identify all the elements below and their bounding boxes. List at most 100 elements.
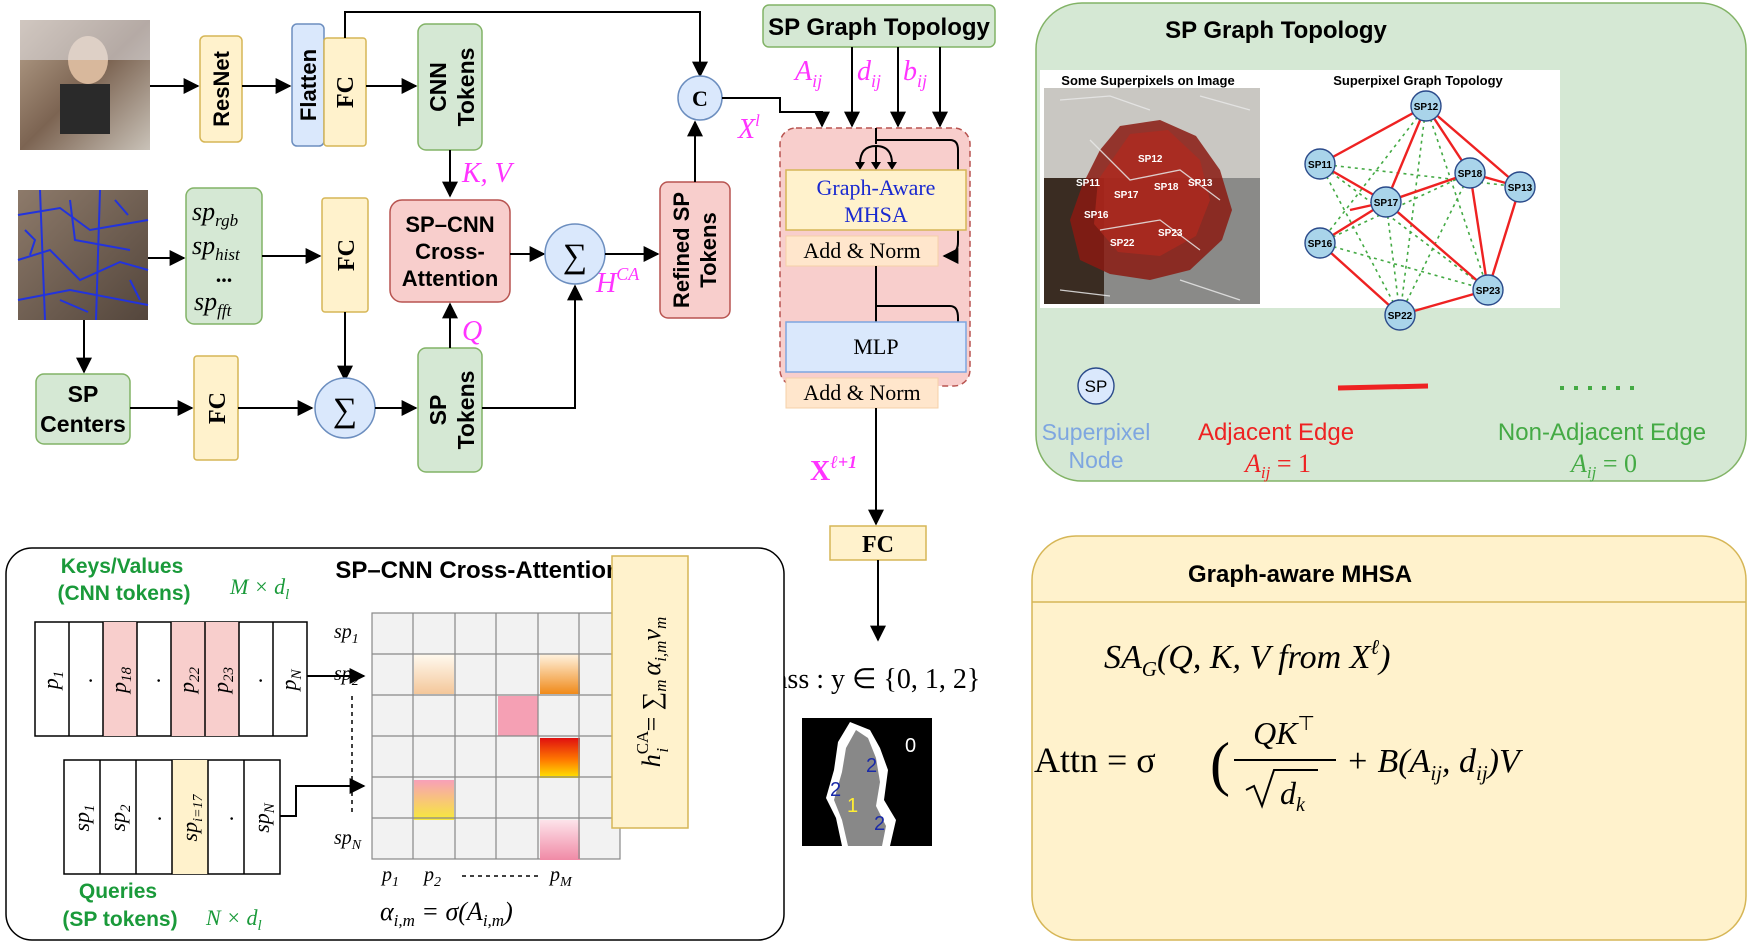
sp-tokens-block: SP Tokens — [417, 347, 483, 473]
img-sp17: SP17 — [1114, 190, 1139, 201]
fc-block-mid: FC — [321, 197, 369, 313]
legend-node-label-2: Node — [1069, 447, 1124, 473]
sp-centers-line1: SP — [68, 381, 99, 407]
legend-node-symbol: SP — [1085, 377, 1108, 396]
node-sp12 — [1410, 90, 1442, 122]
mhsa-line2-lhs: Attn = σ — [1034, 740, 1156, 780]
dij-label: dij — [857, 56, 881, 91]
legend-adjacent-eq: Aij = 1 — [1243, 449, 1311, 482]
fc-block-top: FC — [323, 37, 367, 147]
img-sp16: SP16 — [1084, 210, 1109, 221]
col-p1: p1 — [380, 864, 399, 890]
kv-label: K, V — [461, 158, 515, 189]
sp-ellipsis: ... — [216, 262, 233, 287]
queries-label-2: (SP tokens) — [62, 908, 177, 931]
cross-attention-block: SP–CNN Cross- Attention — [389, 199, 511, 303]
sp-features-block: sprgb sphist ... spfft — [185, 187, 263, 325]
sum-node-bottom: ∑ — [314, 377, 376, 439]
keys-label-2: (CNN tokens) — [57, 582, 190, 605]
add-norm-1: Add & Norm — [803, 238, 920, 263]
topology-legend: SP Superpixel Node Adjacent Edge Aij = 1… — [1042, 367, 1706, 482]
mhsa-panel-title: Graph-aware MHSA — [1188, 561, 1412, 588]
key-p18: p18 — [106, 667, 135, 696]
key-dot-3: . — [242, 677, 267, 683]
resnet-label: ResNet — [209, 50, 234, 126]
topology-panel: SP Graph Topology Some Superpixels on Im… — [1035, 2, 1747, 482]
key-dot-1: . — [72, 677, 97, 683]
cross-attn-line2: Cross- — [415, 239, 485, 264]
img-sp18: SP18 — [1154, 182, 1179, 193]
mlp-label: MLP — [853, 334, 898, 359]
mask-label-2a: 2 — [866, 755, 877, 777]
refined-line1: Refined SP — [669, 192, 694, 308]
key-pN: pN — [276, 669, 305, 693]
node-sp17-label: SP17 — [1374, 198, 1399, 209]
legend-adjacent-line — [1337, 383, 1429, 391]
query-sp2: sp2 — [105, 804, 134, 832]
query-dot-2: . — [213, 815, 238, 821]
node-sp16 — [1304, 227, 1336, 259]
node-sp18 — [1454, 157, 1486, 189]
flatten-block: Flatten — [291, 23, 325, 147]
sp-tokens-line2: Tokens — [453, 371, 479, 450]
topology-left-caption: Some Superpixels on Image — [1061, 73, 1234, 88]
fc-bottom-label: FC — [205, 392, 231, 424]
node-sp23 — [1472, 274, 1504, 306]
node-sp12-label: SP12 — [1414, 102, 1439, 113]
input-photo — [20, 20, 150, 150]
xl-label: Xl — [737, 111, 760, 145]
sum-symbol-mid: ∑ — [563, 238, 587, 275]
mask-label-0: 0 — [905, 735, 916, 757]
row-sp1: sp1 — [334, 621, 359, 647]
transformer-block: Graph-Aware MHSA Add & Norm MLP Add & No… — [779, 127, 971, 409]
node-sp11 — [1304, 148, 1336, 180]
output-equation-box: hCAi = ∑mαi,mvm — [611, 555, 689, 829]
queries-dim: N × dl — [205, 905, 262, 934]
mhsa-denominator: dk — [1280, 775, 1306, 816]
legend-node-label-1: Superpixel — [1042, 419, 1151, 445]
key-dot-2: . — [140, 677, 165, 683]
row-sp2: sp2 — [334, 663, 359, 689]
img-sp13: SP13 — [1188, 178, 1213, 189]
cross-attn-line1: SP–CNN — [405, 212, 494, 237]
fc-top-label: FC — [333, 76, 359, 108]
fc-output-label: FC — [862, 532, 894, 558]
node-sp22-label: SP22 — [1388, 311, 1413, 322]
refined-line2: Tokens — [696, 212, 721, 287]
col-p2: p2 — [422, 864, 441, 890]
keys-label-1: Keys/Values — [61, 555, 184, 578]
img-sp11: SP11 — [1076, 178, 1100, 189]
aij-label: Aij — [793, 56, 822, 91]
legend-nonadjacent-eq: Aij = 0 — [1569, 449, 1637, 482]
sp-centers-line2: Centers — [40, 411, 126, 437]
mhsa-open-paren: ( — [1210, 731, 1230, 797]
sp-fft: spfft — [194, 287, 233, 320]
node-sp16-label: SP16 — [1308, 239, 1333, 250]
sp-tokens-line1: SP — [425, 395, 451, 426]
add-norm-2: Add & Norm — [803, 380, 920, 405]
node-sp17 — [1370, 186, 1402, 218]
topology-right-caption: Superpixel Graph Topology — [1333, 73, 1503, 88]
sum-node-mid: ∑ — [544, 223, 606, 285]
query-sp17: spi=17 — [177, 794, 206, 842]
concat-label: C — [692, 86, 708, 111]
sp-centers-block: SP Centers — [35, 373, 131, 445]
fc-block-bottom: FC — [193, 355, 239, 461]
key-p23: p23 — [208, 667, 237, 695]
flatten-label: Flatten — [296, 49, 321, 121]
img-sp23: SP23 — [1158, 228, 1183, 239]
refined-sp-tokens-block: Refined SP Tokens — [659, 181, 731, 319]
mhsa-line2: MHSA — [844, 202, 908, 227]
key-token-strip: p1 . p18 . p22 p23 . pN — [34, 621, 308, 737]
query-dot-1: . — [141, 815, 166, 821]
superpixel-graph: SP12 SP11 SP18 SP13 SP17 SP16 SP23 SP22 — [1304, 90, 1536, 331]
bij-label: bij — [903, 56, 927, 91]
sum-symbol-bottom: ∑ — [333, 392, 357, 429]
mhsa-line1: Graph-Aware — [817, 175, 936, 200]
mask-label-2c: 2 — [874, 813, 885, 835]
mhsa-panel: Graph-aware MHSA SAG(Q, K, V from Xℓ) At… — [1031, 535, 1747, 941]
queries-label-1: Queries — [79, 880, 157, 903]
sp-rgb: sprgb — [192, 197, 238, 230]
node-sp22 — [1384, 299, 1416, 331]
